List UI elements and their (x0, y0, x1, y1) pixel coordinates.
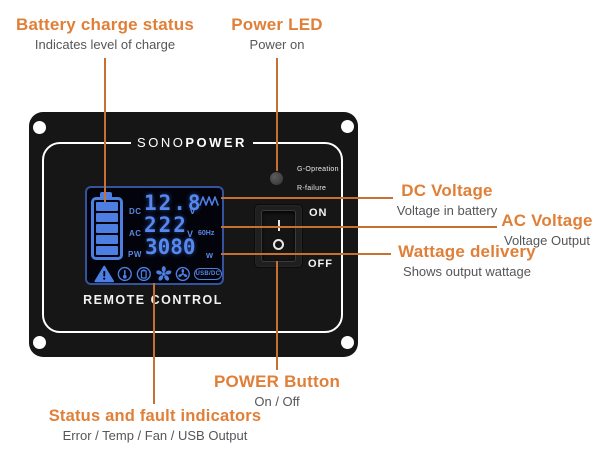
pw-unit: w (206, 250, 214, 260)
ac-label: AC (129, 229, 142, 238)
switch-off-label: OFF (308, 258, 333, 270)
power-led-indicator (270, 172, 283, 185)
annotation-ac-voltage: AC Voltage Voltage Output (494, 211, 600, 248)
annotation-title: Power LED (231, 15, 323, 34)
annotation-battery-charge-status: Battery charge status Indicates level of… (10, 15, 200, 52)
annotation-subtitle: Indicates level of charge (34, 37, 176, 52)
battery-bar (96, 246, 118, 255)
switch-on-mark (278, 220, 280, 231)
fan-status-icon (175, 266, 191, 281)
remote-control-caption: REMOTE CONTROL (83, 293, 223, 307)
pw-label: PW (128, 250, 142, 259)
annotation-title: Wattage delivery (398, 242, 536, 261)
annotation-title: Battery charge status (15, 15, 195, 34)
switch-on-label: ON (309, 207, 328, 219)
led-red-label: R-failure (297, 185, 327, 192)
dc-voltage-value: 12.8 (144, 191, 203, 215)
ac-voltage-value: 222 (144, 213, 188, 237)
battery-charge-icon (91, 197, 123, 260)
annotation-wattage-delivery: Wattage delivery Shows output wattage (388, 242, 546, 279)
led-green-label: G-Opreation (297, 166, 339, 173)
annotation-subtitle: Voltage in battery (396, 203, 498, 218)
annotation-subtitle: On / Off (254, 394, 300, 409)
connector-power-led-line (276, 58, 278, 171)
brand-prefix: SONO (137, 135, 186, 150)
annotation-power-led: Power LED Power on (202, 15, 352, 52)
usb-dc-badge: USB/DC (193, 267, 223, 280)
connector-ac-voltage-line (221, 226, 497, 228)
power-rocker-switch (254, 204, 303, 268)
battery-bar (96, 224, 118, 233)
warning-icon (94, 265, 114, 282)
annotation-title: POWER Button (213, 372, 341, 391)
status-icon-row: USB/DC (94, 264, 223, 283)
connector-power-button-line (276, 261, 278, 370)
brand-suffix: POWER (185, 135, 247, 150)
ac-unit: V (187, 229, 194, 239)
battery-bar (96, 235, 118, 244)
screw-hole-icon (341, 336, 354, 349)
screw-hole-icon (341, 120, 354, 133)
screw-hole-icon (33, 336, 46, 349)
annotation-power-button: POWER Button On / Off (200, 372, 354, 409)
annotation-title: Status and fault indicators (48, 407, 262, 425)
annotation-subtitle: Error / Temp / Fan / USB Output (62, 428, 248, 443)
dc-unit: v (190, 206, 196, 216)
screw-hole-icon (33, 121, 46, 134)
annotation-status-fault-indicators: Status and fault indicators Error / Temp… (45, 407, 265, 443)
connector-battery-line (104, 58, 106, 202)
connector-wattage-line (221, 253, 391, 255)
wattage-value: 3080 (145, 235, 196, 259)
connector-dc-voltage-line (221, 197, 393, 199)
annotation-title: AC Voltage (501, 211, 593, 230)
dc-label: DC (129, 207, 142, 216)
lcd-display: DC 12.8 v AC 222 V 60Hz PW 3080 w (85, 186, 224, 285)
battery-bar (96, 213, 118, 222)
ac-frequency: 60Hz (198, 230, 215, 237)
annotation-subtitle: Shows output wattage (403, 264, 531, 279)
annotation-title: DC Voltage (401, 181, 493, 200)
remote-control-panel: SONOPOWER G-Opreation R-failure ON OFF D… (29, 112, 358, 357)
ac-waveform-icon (199, 196, 219, 206)
battery-icon-cap (100, 192, 112, 198)
fan-icon (155, 265, 171, 281)
battery-bar (96, 202, 118, 211)
temperature-icon (118, 266, 133, 281)
connector-status-line (153, 283, 155, 404)
annotation-dc-voltage: DC Voltage Voltage in battery (394, 181, 500, 218)
brand-logo: SONOPOWER (131, 135, 253, 150)
switch-off-mark (273, 239, 284, 250)
battery-fault-icon (136, 266, 151, 281)
annotation-subtitle: Voltage Output (503, 233, 590, 248)
annotation-subtitle: Power on (249, 37, 305, 52)
